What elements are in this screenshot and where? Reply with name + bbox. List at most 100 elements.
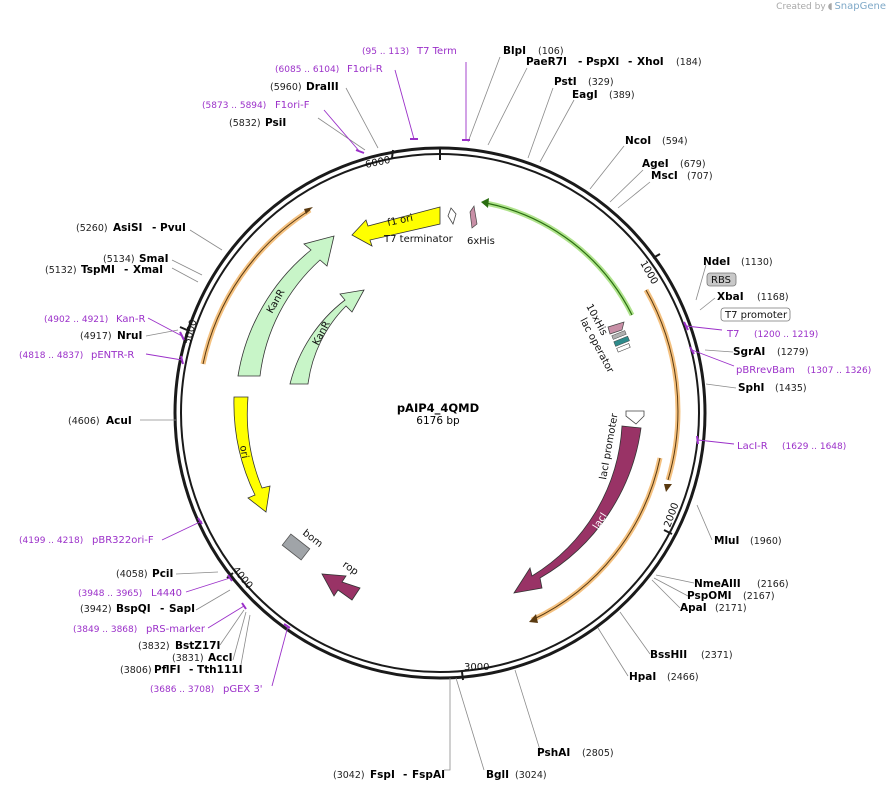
primer-f1ori-r[interactable]: (6085 .. 6104) F1ori-R [275,64,383,75]
t7-promoter-block [616,343,631,353]
ori-label: ori [237,445,250,460]
enzyme-pshai[interactable]: PshAI (2805) [537,747,614,759]
enzyme-bstz17i[interactable]: (3832) BstZ17I [138,640,220,652]
enzyme-apai[interactable]: ApaI (2171) [680,602,747,614]
rbs-box [706,272,737,287]
svg-text:(329): (329) [588,77,614,88]
enzyme-acui[interactable]: (4606) AcuI [68,415,132,427]
enzyme-fspi[interactable]: (3042) FspI - FspAI [333,769,445,781]
enzyme-hpai[interactable]: HpaI (2466) [629,671,699,683]
enzyme-psti[interactable]: PstI (329) [554,76,614,88]
his6-label: 6xHis [467,236,495,247]
bom-block [281,533,311,561]
svg-text:NcoI: NcoI [625,135,651,147]
svg-text:(1629 .. 1648): (1629 .. 1648) [782,442,846,452]
svg-text:(3831): (3831) [172,653,204,664]
primer-pbr322ori-f[interactable]: (4199 .. 4218) pBR322ori-F [19,535,154,546]
primer-pentr-r[interactable]: (4818 .. 4837) pENTR-R [19,350,134,361]
enzyme-ncoi[interactable]: NcoI (594) [625,135,688,147]
svg-text:(5832): (5832) [229,118,261,129]
svg-text:LacI-R: LacI-R [737,441,768,452]
enzyme-draiii[interactable]: (5960) DraIII [270,81,339,93]
svg-text:pBRrevBam: pBRrevBam [736,365,795,376]
enzyme-bsshii[interactable]: BssHII (2371) [650,649,733,661]
svg-text:PvuI: PvuI [160,222,186,234]
primer-pbrrevbam[interactable]: pBRrevBam (1307 .. 1326) [736,365,871,376]
enzyme-xbai[interactable]: XbaI (1168) [717,291,789,303]
enzyme-mlui[interactable]: MluI (1960) [714,535,782,547]
primer-laci-r[interactable]: LacI-R (1629 .. 1648) [737,441,846,452]
promoter-cluster [607,321,631,353]
lac-operator-block [613,335,630,347]
svg-text:-: - [160,603,164,615]
enzyme-bgli[interactable]: BglI (3024) [486,769,547,781]
plasmid-name: pAIP4_4QMD [397,401,479,416]
primer-leaders [145,62,735,687]
rop-arrow [321,573,361,601]
svg-text:(3942): (3942) [80,604,112,615]
svg-text:(3849 .. 3868): (3849 .. 3868) [73,625,137,635]
svg-text:BlpI: BlpI [503,45,526,57]
svg-text:(1200 .. 1219): (1200 .. 1219) [754,330,818,340]
svg-text:(5260): (5260) [76,223,108,234]
enzyme-asisi[interactable]: (5260) AsiSI - PvuI [76,222,186,234]
enzyme-agei[interactable]: AgeI (679) [642,158,706,170]
enzyme-bspqi[interactable]: (3942) BspQI - SapI [80,603,195,615]
svg-text:(2167): (2167) [743,591,775,602]
enzyme-pspomi[interactable]: PspOMI (2167) [687,590,775,602]
credit-prefix: Created by [776,1,826,12]
enzyme-psii[interactable]: (5832) PsiI [229,117,286,129]
svg-text:T7 Term: T7 Term [416,46,457,57]
enzyme-sphi[interactable]: SphI (1435) [738,382,807,394]
enzyme-sgrai[interactable]: SgrAI (1279) [733,346,809,358]
plasmid-size: 6176 bp [416,415,460,427]
svg-text:(1130): (1130) [741,257,773,268]
primer-l4440[interactable]: (3948 .. 3965) L4440 [78,588,182,599]
enzyme-paer7i[interactable]: PaeR7I - PspXI - XhoI (184) [526,56,702,68]
svg-text:Kan-R: Kan-R [116,314,145,325]
primer-t7term[interactable]: (95 .. 113) T7 Term [362,46,457,57]
laci-arrow [513,425,642,594]
svg-text:(594): (594) [662,136,688,147]
tick-5000 [179,326,188,331]
svg-text:pBR322ori-F: pBR322ori-F [92,535,154,546]
enzyme-msci[interactable]: MscI (707) [651,170,713,182]
enzyme-eagi[interactable]: EagI (389) [572,89,635,101]
primer-t7[interactable]: T7 (1200 .. 1219) [726,329,818,340]
enzyme-blpi[interactable]: BlpI (106) [503,45,564,57]
enzyme-pcii[interactable]: (4058) PciI [116,568,173,580]
orf-orange2-arc [530,457,663,623]
svg-text:(4902 .. 4921): (4902 .. 4921) [44,315,108,325]
svg-text:(2466): (2466) [667,672,699,683]
enzyme-tspmi[interactable]: (5132) TspMI - XmaI [45,264,163,276]
ori-arrow [233,396,271,513]
svg-text:(5960): (5960) [270,82,302,93]
t7-promoter-box [720,307,791,322]
svg-text:BstZ17I: BstZ17I [175,640,220,652]
primer-labels: (95 .. 113) T7 Term (6085 .. 6104) F1ori… [19,46,871,695]
enzyme-nrui[interactable]: (4917) NruI [80,330,142,342]
svg-text:BspQI: BspQI [116,603,151,615]
svg-text:(5873 .. 5894): (5873 .. 5894) [202,101,266,111]
primer-prs-marker[interactable]: (3849 .. 3868) pRS-marker [73,624,206,635]
enzyme-smai[interactable]: (5134) SmaI [103,253,169,265]
svg-text:AcuI: AcuI [106,415,132,427]
svg-text:BglI: BglI [486,769,509,781]
svg-text:F1ori-R: F1ori-R [347,64,383,75]
tick-4000 [226,572,234,579]
primer-pgex3[interactable]: (3686 .. 3708) pGEX 3' [150,684,263,695]
svg-text:-: - [578,56,582,68]
enzyme-nmeaiii[interactable]: NmeAIII (2166) [694,578,789,590]
primer-f1ori-f[interactable]: (5873 .. 5894) F1ori-F [202,100,310,111]
enzyme-ndei[interactable]: NdeI (1130) [703,256,773,268]
svg-text:HpaI: HpaI [629,671,656,683]
svg-text:FspAI: FspAI [412,769,445,781]
svg-text:XbaI: XbaI [717,291,744,303]
svg-text:(4818 .. 4837): (4818 .. 4837) [19,351,83,361]
svg-text:(106): (106) [538,46,564,57]
primer-kan-r[interactable]: (4902 .. 4921) Kan-R [44,314,145,325]
svg-text:PflFI: PflFI [154,664,181,676]
enzyme-acci[interactable]: (3831) AccI [172,652,232,664]
enzyme-pflfi[interactable]: (3806) PflFI - Tth111I [120,664,242,676]
